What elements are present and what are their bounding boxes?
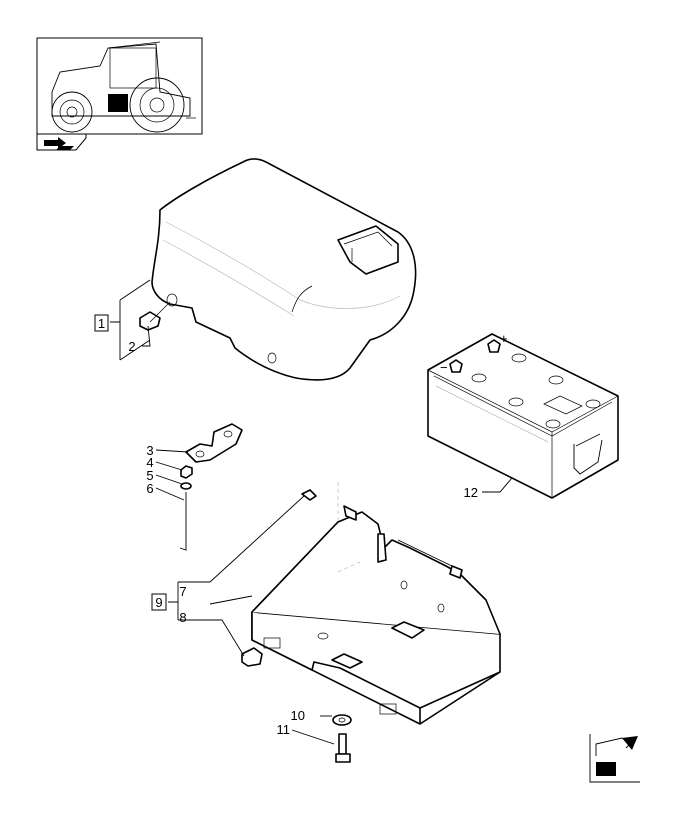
clamp-nut <box>180 465 193 479</box>
callout-12: 12 <box>464 485 478 500</box>
callout-4: 4 <box>146 455 153 470</box>
tractor-thumbnail-icon[interactable] <box>36 37 203 135</box>
callout-7: 7 <box>179 584 186 599</box>
hook-rod <box>179 492 187 551</box>
callout-5: 5 <box>146 468 153 483</box>
callout-1: 1 <box>98 316 105 331</box>
callout-8: 8 <box>179 610 186 625</box>
svg-text:−: − <box>440 360 448 375</box>
cover-knob <box>139 301 171 331</box>
battery-tray <box>251 482 501 725</box>
callout-box-1 <box>94 314 109 332</box>
prev-page-arrow-icon[interactable] <box>36 133 87 151</box>
callout-9: 9 <box>155 595 162 610</box>
callout-6: 6 <box>146 481 153 496</box>
mount-bolt <box>335 733 351 763</box>
leader-lines <box>110 279 513 745</box>
clamp-washer <box>180 482 192 490</box>
hold-down-clamp <box>185 423 243 463</box>
callout-2: 2 <box>128 339 135 354</box>
tray-clip <box>241 647 263 667</box>
battery-cover <box>151 158 417 381</box>
next-page-arrow-icon[interactable] <box>589 734 640 783</box>
callout-3: 3 <box>146 443 153 458</box>
battery: − + <box>427 331 619 499</box>
callout-11: 11 <box>277 722 291 737</box>
callout-box-9 <box>151 593 167 611</box>
callout-10: 10 <box>291 708 305 723</box>
callout-labels: 1 2 3 4 5 6 7 9 8 10 11 12 <box>94 314 478 737</box>
mount-washer <box>332 714 352 726</box>
svg-text:+: + <box>500 331 508 346</box>
